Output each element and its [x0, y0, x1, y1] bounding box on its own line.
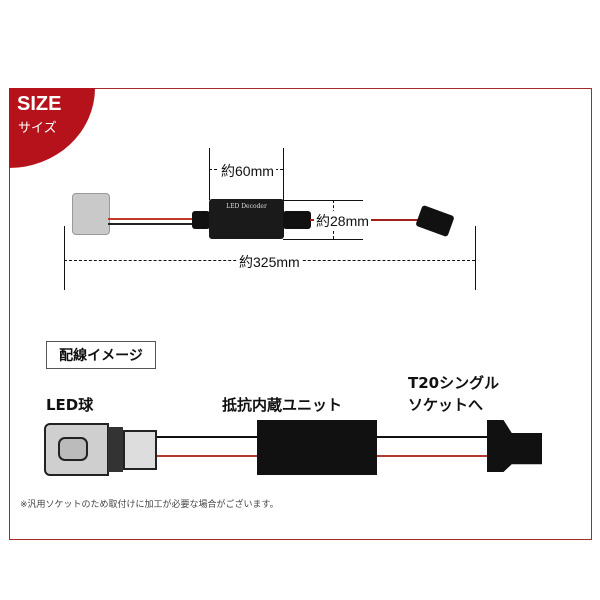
socket-left [72, 193, 110, 235]
decoder-label: LED Decoder [226, 203, 267, 210]
dim-height-label: 約28mm [314, 211, 371, 231]
wiring-title: 配線イメージ [46, 341, 156, 369]
dim-28-bottom [283, 239, 363, 240]
wire-red-2 [377, 455, 487, 457]
content-frame [9, 88, 592, 540]
resistor-unit [257, 420, 377, 475]
socket-label-1: T20シングル [408, 374, 500, 392]
bulb-collar [108, 427, 123, 472]
decoder-box: LED Decoder [209, 199, 284, 239]
dim-60-right [283, 148, 284, 200]
bulb-base [123, 430, 157, 470]
dim-length-label: 約325mm [237, 252, 302, 272]
boot-left [192, 211, 210, 229]
wire-left-red [108, 218, 193, 220]
bulb-label: LED球 [46, 396, 94, 414]
wire-black-1 [157, 436, 257, 438]
badge-title: SIZE [17, 93, 62, 115]
socket-label-2: ソケットへ [408, 396, 484, 414]
wire-red-1 [157, 455, 257, 457]
boot-right [283, 211, 311, 229]
badge-subtitle: サイズ [18, 121, 57, 136]
dim-325-right [475, 226, 476, 290]
installation-note: ※汎用ソケットのため取付けに加工が必要な場合がございます。 [20, 500, 279, 510]
unit-label: 抵抗内蔵ユニット [222, 396, 343, 414]
dim-325-left [64, 226, 65, 290]
wire-black-2 [377, 436, 487, 438]
wire-left-black [108, 223, 193, 225]
dim-28-top [283, 200, 363, 201]
dim-width-label: 約60mm [219, 161, 276, 181]
dim-60-left [209, 148, 210, 200]
bulb-window [58, 437, 88, 461]
